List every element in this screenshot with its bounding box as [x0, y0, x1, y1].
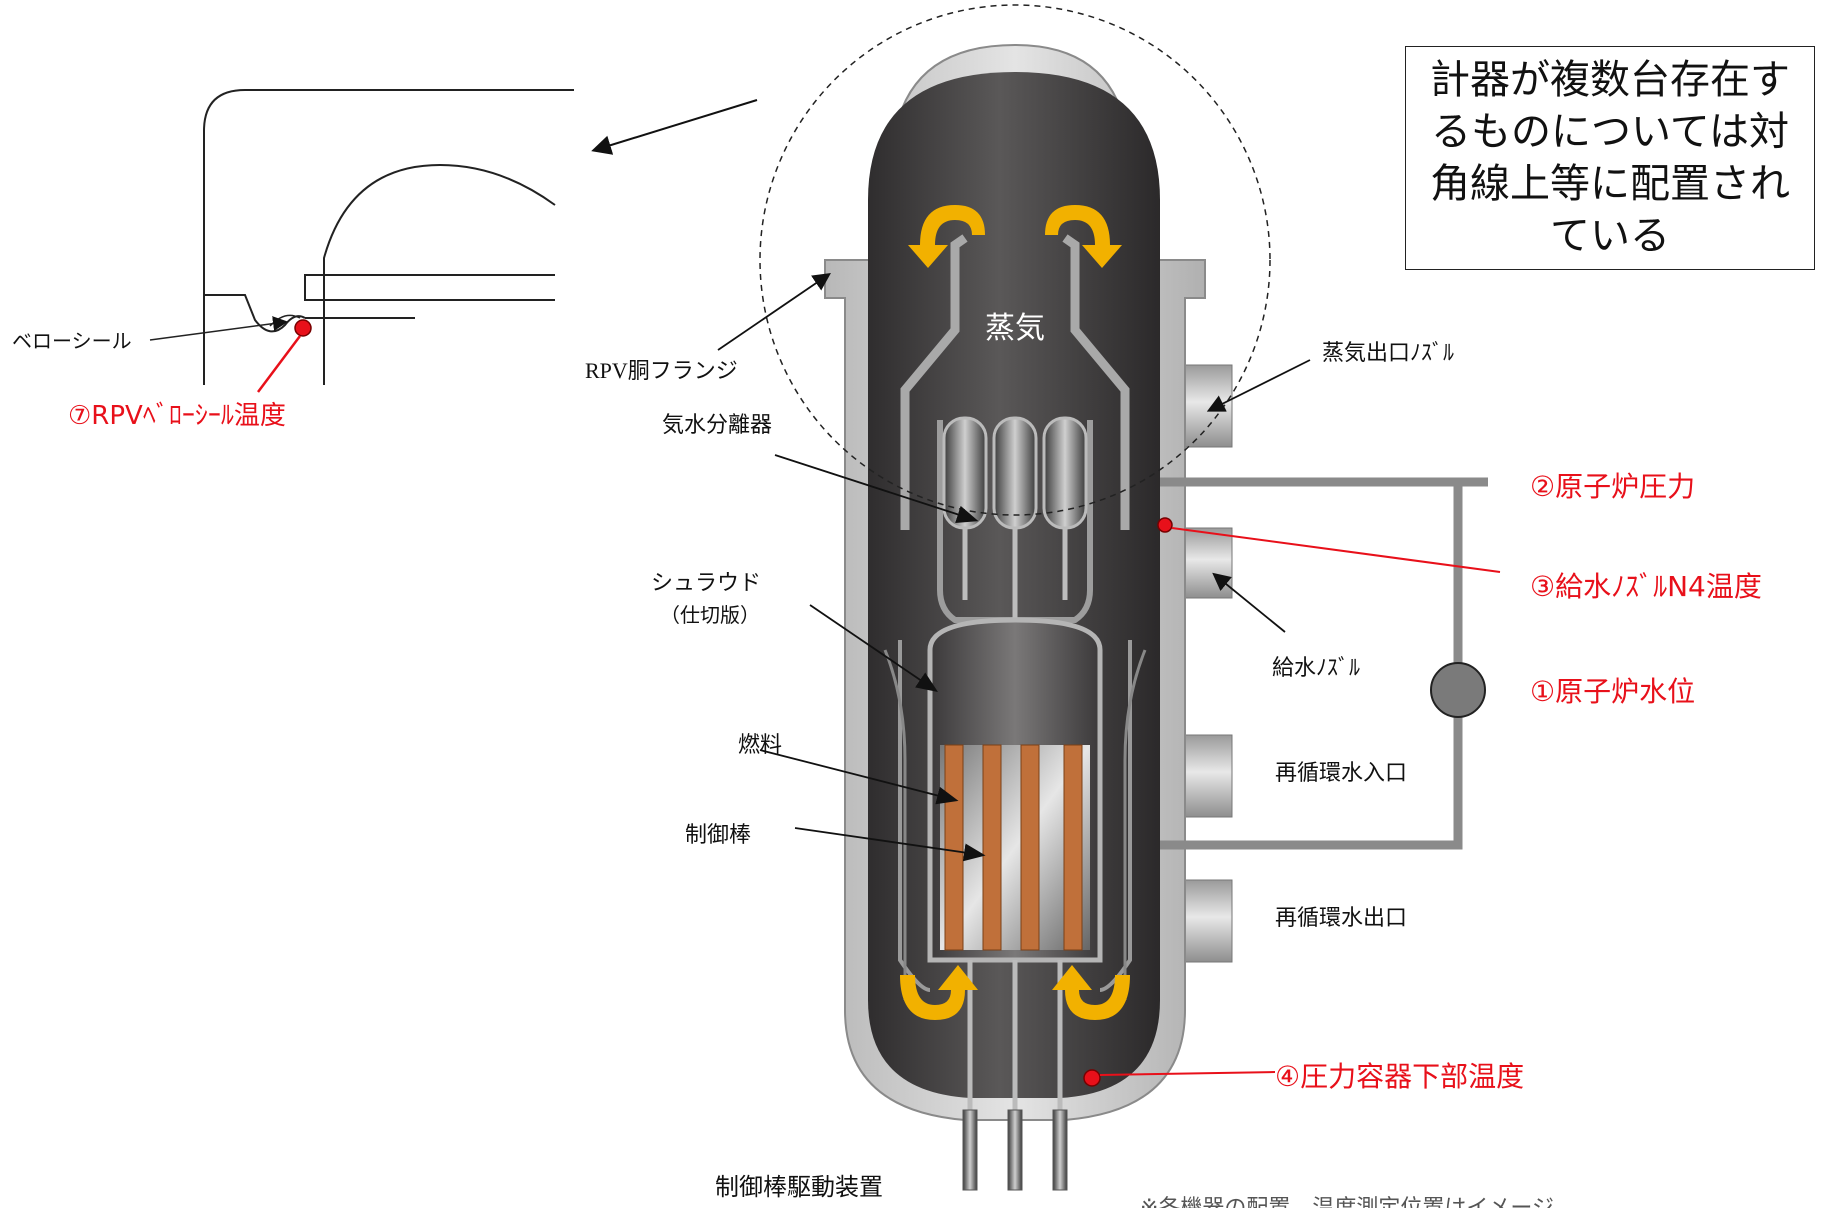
flange-zoom-circle	[759, 4, 1271, 516]
water-level-gauge	[1430, 662, 1486, 718]
label-recirc-out: 再循環水出口	[1275, 906, 1407, 931]
instrument-leaders	[1099, 527, 1501, 1076]
label-flange: RPV胴フランジ	[585, 358, 738, 383]
label-shroud: シュラウド	[651, 571, 761, 596]
note-text: 計器が複数台存在するものについては対角線上等に配置されている	[1430, 57, 1790, 259]
leader-lines	[717, 272, 1311, 862]
bellows-detail-inset	[149, 89, 574, 393]
label-recirc-in: 再循環水入口	[1275, 761, 1407, 786]
instrument-water-level: ①原子炉水位	[1530, 675, 1695, 708]
zoom-arrow	[591, 99, 758, 155]
label-shroud-sub: （仕切版）	[660, 603, 760, 627]
instrument-pressure: ②原子炉圧力	[1530, 470, 1695, 503]
label-control-rod: 制御棒	[685, 823, 751, 848]
instrument-bellows-temp: ⑦RPVﾍﾞﾛｰｼｰﾙ温度	[68, 401, 286, 431]
pressure-vessel	[824, 43, 1488, 1191]
label-feed-nozzle: 給水ﾉｽﾞﾙ	[1272, 656, 1360, 681]
label-fuel: 燃料	[738, 733, 782, 758]
bottom-head-temp-sensor-dot	[1083, 1069, 1101, 1087]
flow-arrows	[900, 205, 1130, 1020]
label-footnote: ※各機器の配置、温度測定位置はイメージ	[1140, 1196, 1554, 1208]
label-bellows: ベローシール	[12, 329, 132, 353]
bellows-temp-sensor-dot	[294, 319, 312, 337]
label-steam: 蒸気	[985, 311, 1045, 346]
label-crd: 制御棒駆動装置	[715, 1173, 883, 1201]
control-rod-drives	[962, 960, 1068, 1191]
fuel-and-control-rods	[940, 744, 1090, 951]
instrument-feed-nozzle-temp: ③給水ﾉｽﾞﾙN4温度	[1530, 570, 1762, 603]
steam-separator	[937, 416, 1093, 623]
note-box: 計器が複数台存在するものについては対角線上等に配置されている	[1405, 46, 1815, 270]
label-steam-nozzle: 蒸気出口ﾉｽﾞﾙ	[1322, 341, 1454, 366]
label-separator: 気水分離器	[662, 413, 772, 438]
feed-nozzle-temp-sensor-dot	[1157, 517, 1173, 533]
instrument-bottom-temp: ④圧力容器下部温度	[1275, 1060, 1524, 1093]
